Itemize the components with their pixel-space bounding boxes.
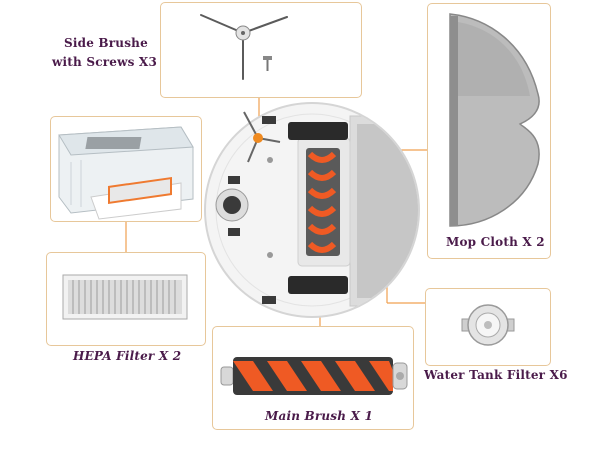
- hepa-filter-icon: [62, 274, 188, 320]
- mop-cloth-label: Mop Cloth X 2: [446, 235, 545, 249]
- water-tank-filter-icon: [461, 304, 515, 346]
- side-brush-label-line2: with Screws X3: [52, 55, 157, 69]
- hepa-filter-box: [46, 252, 206, 346]
- side-brush-box: [160, 2, 362, 98]
- water-tank-filter-label: Water Tank Filter X6: [424, 368, 568, 382]
- main-brush-label: Main Brush X 1: [265, 409, 374, 423]
- side-brush-label-line1: Side Brushe: [64, 36, 148, 50]
- side-brush-icon: [200, 14, 288, 80]
- main-brush-box: [212, 326, 414, 430]
- screw-icon: [263, 56, 272, 71]
- mop-cloth-icon: [449, 13, 540, 227]
- mop-cloth-box: [427, 3, 551, 259]
- main-brush-icon: [220, 357, 408, 395]
- hepa-filter-label: HEPA Filter X 2: [73, 349, 182, 363]
- dust-bin-box: [50, 116, 202, 222]
- water-tank-filter-box: [425, 288, 551, 366]
- dust-bin-icon: [58, 126, 194, 220]
